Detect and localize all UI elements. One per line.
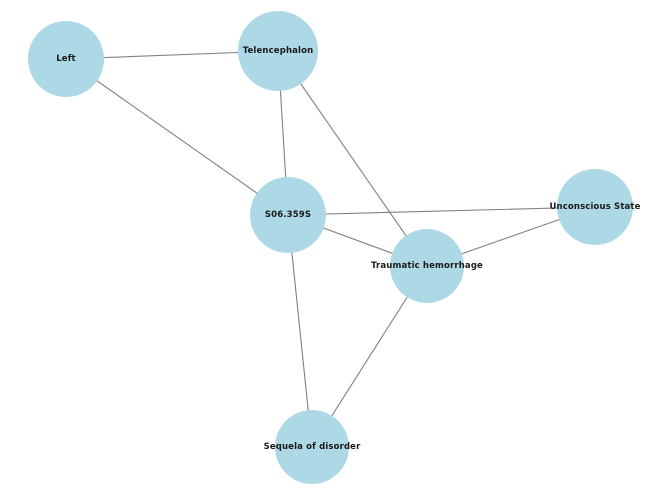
graph-edge <box>287 206 596 216</box>
graph-node-sequela_of_disorder[interactable] <box>275 410 349 484</box>
graph-node-unconscious_state[interactable] <box>557 169 633 245</box>
node-layer <box>28 11 633 484</box>
graph-node-traumatic_hemorrhage[interactable] <box>390 229 464 303</box>
graph-node-telencephalon[interactable] <box>238 11 318 91</box>
graph-node-s06359s[interactable] <box>250 177 326 253</box>
graph-edge <box>287 214 313 448</box>
edge-layer <box>65 50 596 448</box>
graph-edge <box>277 50 428 267</box>
graph-node-left[interactable] <box>28 21 104 97</box>
graph-edge <box>65 58 289 216</box>
